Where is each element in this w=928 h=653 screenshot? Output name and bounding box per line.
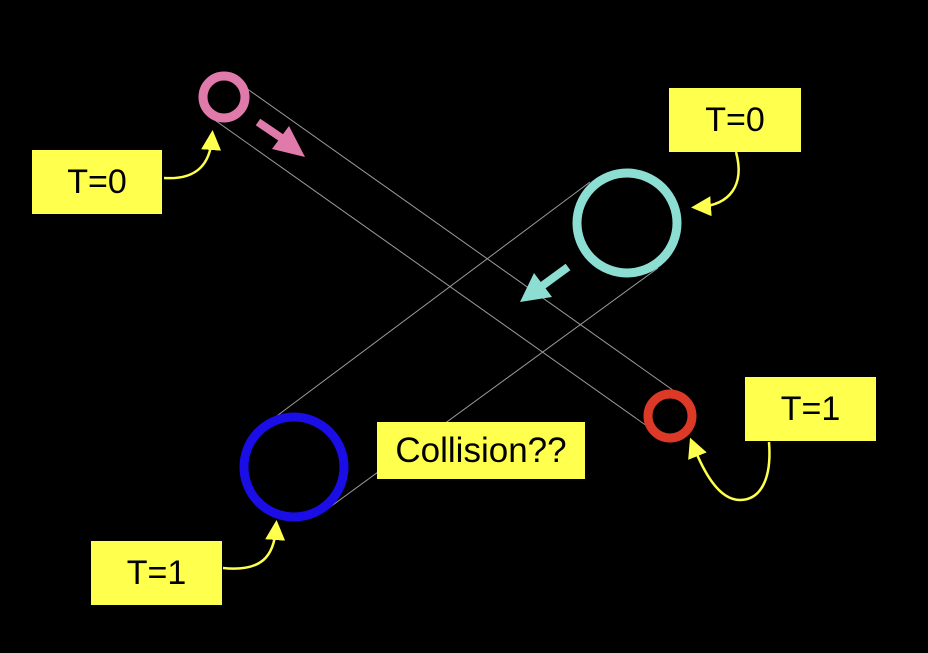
large-ball-path-edge-upper — [257, 181, 591, 431]
pointer-arrow-teal-start — [691, 151, 740, 217]
red-ball-end-label: T=1 — [745, 377, 876, 441]
teal-ball-start — [572, 168, 682, 278]
red-ball-end — [643, 389, 697, 443]
pointer-arrow-blue-end — [222, 520, 286, 570]
small-ball-path-edge-upper — [238, 82, 685, 399]
pointer-arrows — [163, 130, 771, 570]
collision-question-label: Collision?? — [377, 422, 585, 479]
blue-ball-end-label: T=1 — [91, 541, 222, 605]
pointer-arrow-pink-start — [163, 130, 222, 180]
teal-ball-start-label: T=0 — [669, 88, 801, 152]
small-ball-path-edge-lower — [208, 115, 655, 432]
pink-velocity-arrow — [255, 118, 305, 157]
blue-ball-end — [239, 412, 349, 522]
pointer-arrow-red-end — [688, 437, 771, 502]
pink-ball-start — [198, 71, 250, 123]
small-ball-path — [208, 82, 685, 432]
teal-velocity-arrow — [520, 263, 571, 302]
pink-ball-start-label: T=0 — [32, 150, 162, 214]
